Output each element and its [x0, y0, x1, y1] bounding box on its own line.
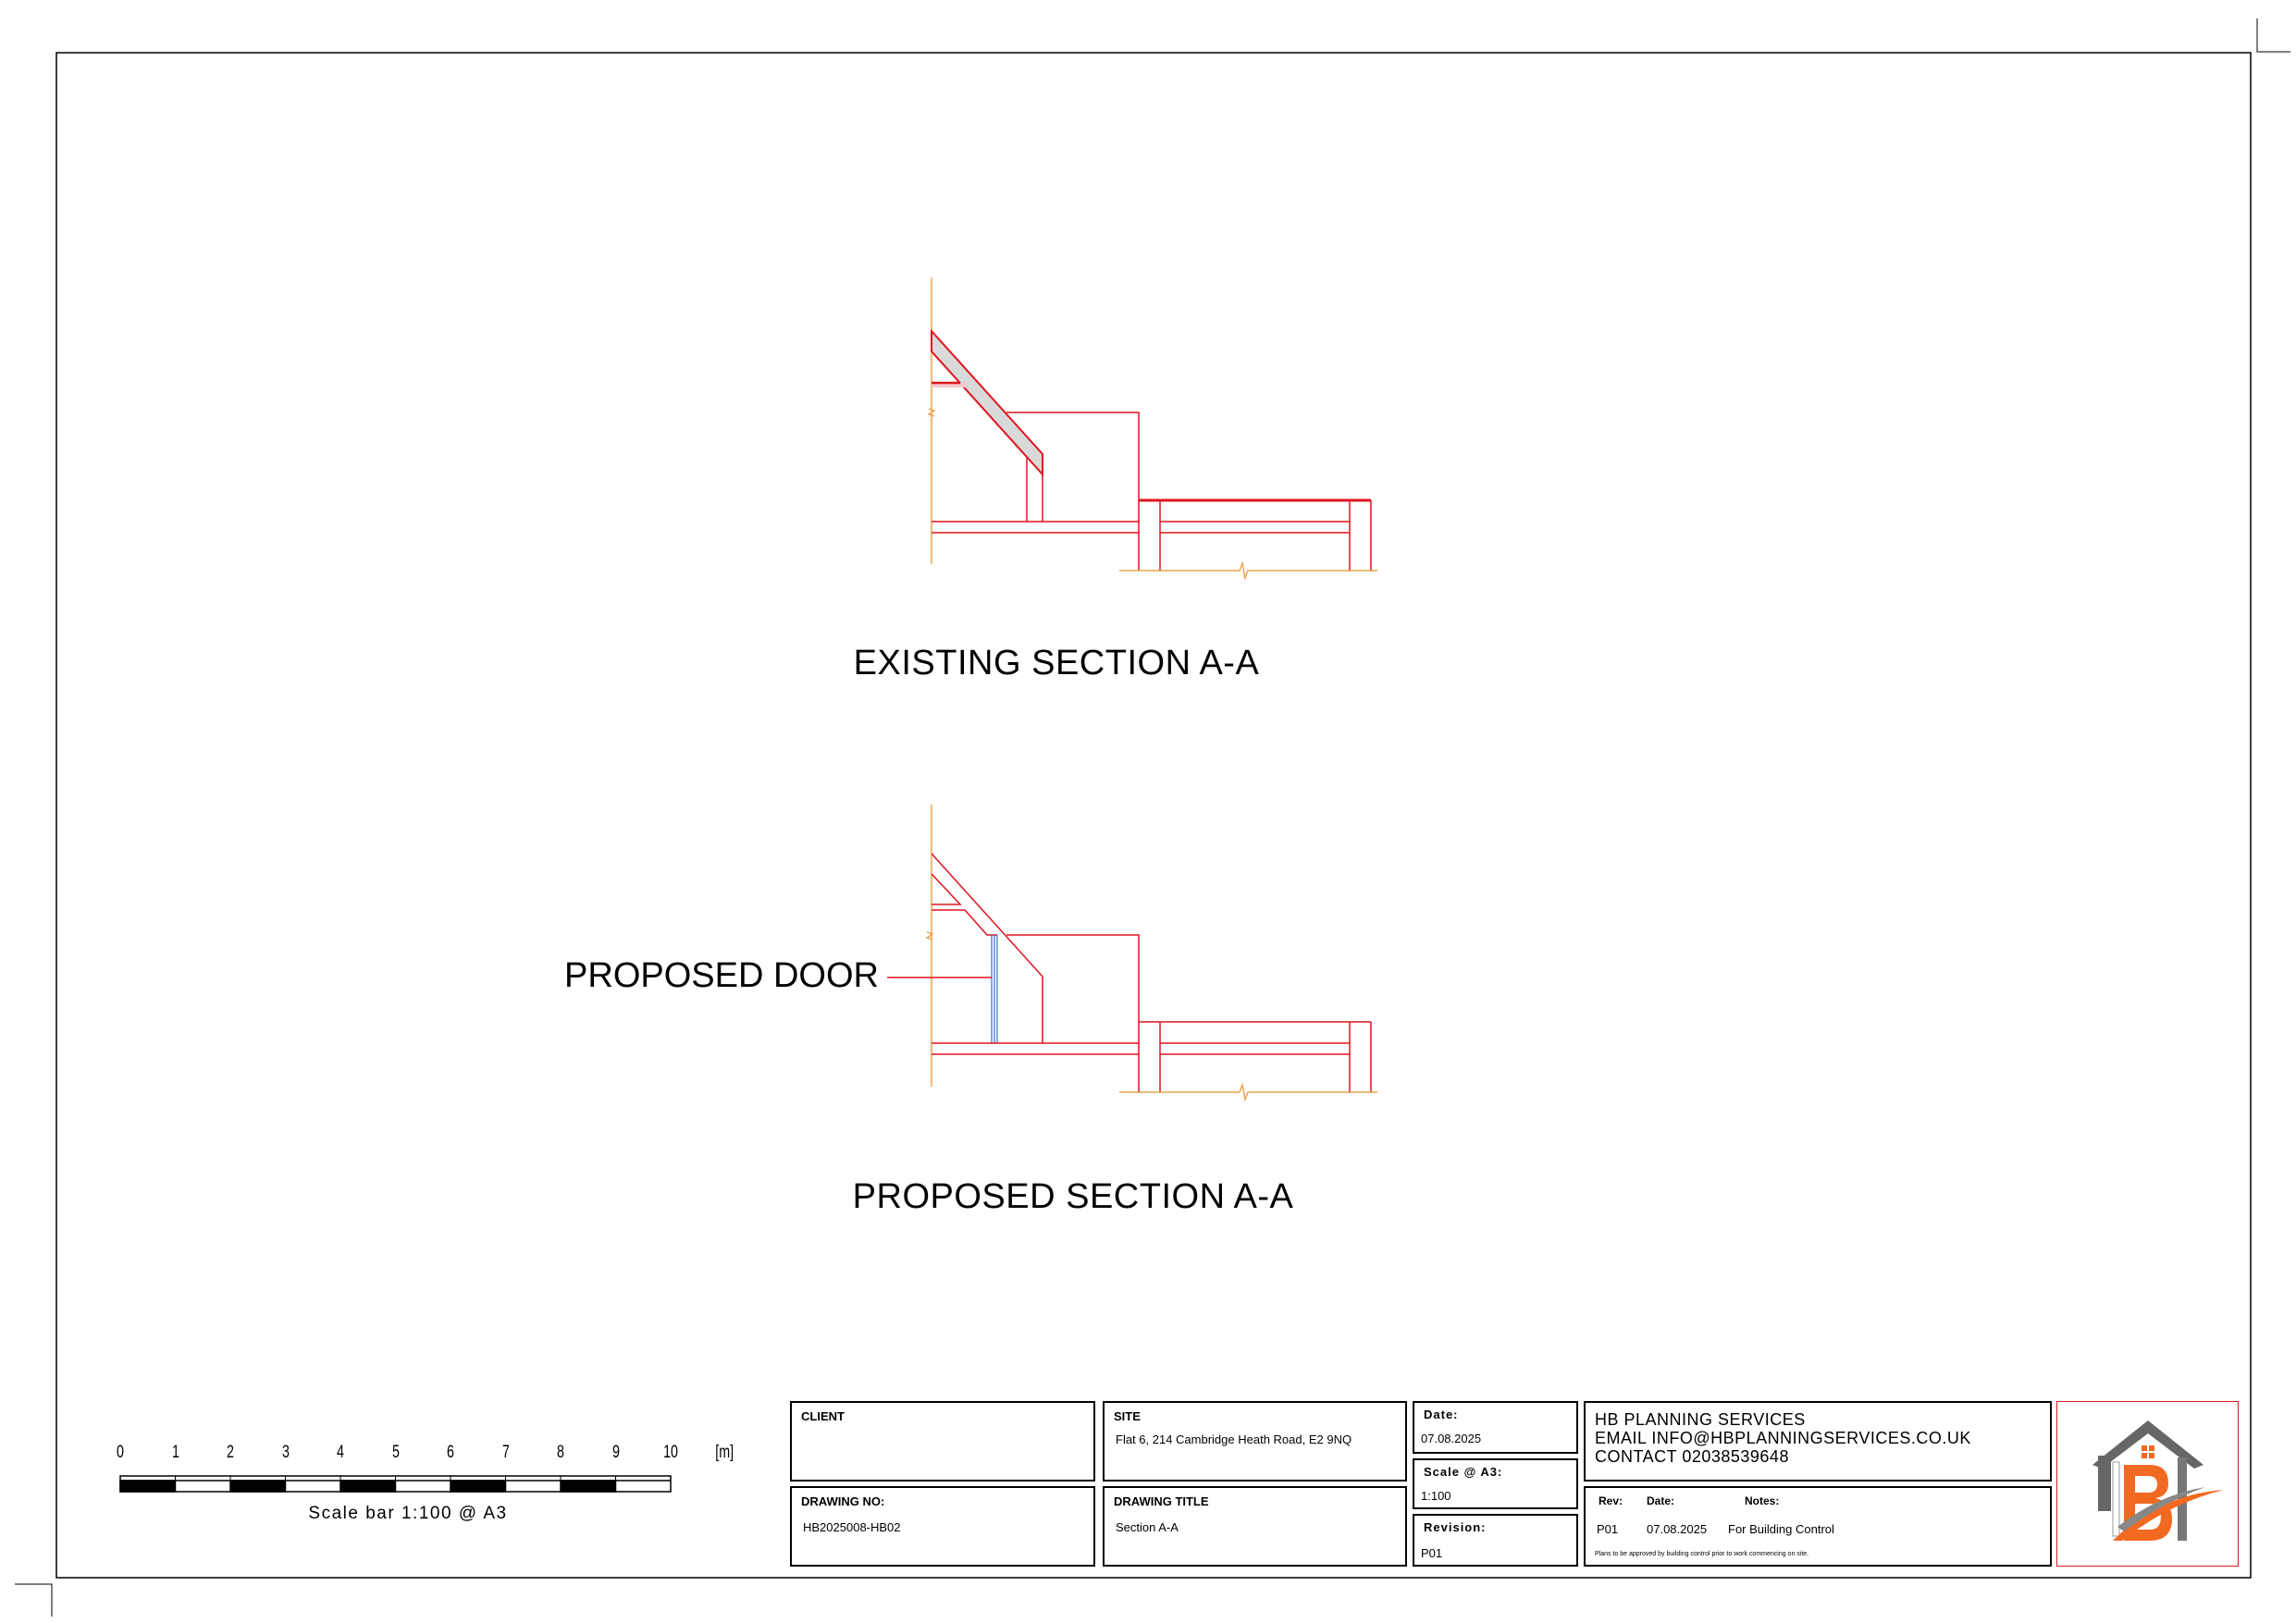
company-name: HB PLANNING SERVICES [1595, 1410, 1806, 1429]
sheet-border [56, 52, 2252, 1579]
site-label: SITE [1114, 1409, 1141, 1423]
crop-mark-top-right [2256, 18, 2290, 53]
proposed-section-drawing [887, 805, 1377, 1102]
scale-tick-label: 4 [337, 1443, 344, 1462]
revision-label: Revision: [1424, 1520, 1487, 1534]
existing-section-drawing [927, 277, 1377, 581]
drawing-no-box: DRAWING NO: HB2025008-HB02 [790, 1486, 1095, 1567]
scale-tick-label: 2 [227, 1443, 234, 1462]
site-value: Flat 6, 214 Cambridge Heath Road, E2 9NQ [1116, 1432, 1352, 1446]
company-contact: CONTACT 02038539648 [1595, 1447, 1789, 1466]
company-email: EMAIL INFO@HBPLANNINGSERVICES.CO.UK [1595, 1429, 1971, 1447]
drawing-title-box: DRAWING TITLE Section A-A [1103, 1486, 1407, 1567]
scale-value: 1:100 [1421, 1489, 1451, 1503]
crop-mark-bottom-left [15, 1583, 53, 1617]
scale-unit: [m] [715, 1443, 734, 1462]
rev-date-header: Date: [1647, 1494, 1675, 1507]
proposed-section-title: PROPOSED SECTION A-A [852, 1177, 1294, 1216]
scale-label: Scale @ A3: [1424, 1465, 1503, 1479]
scale-bar [119, 1475, 672, 1493]
roof-slope [931, 328, 1043, 477]
revision-table: Rev: Date: Notes: P01 07.08.2025 For Bui… [1584, 1486, 2052, 1567]
company-box: HB PLANNING SERVICES EMAIL INFO@HBPLANNI… [1584, 1401, 2052, 1482]
date-box: Date: 07.08.2025 [1413, 1401, 1578, 1454]
drawing-no-label: DRAWING NO: [801, 1494, 885, 1508]
date-value: 07.08.2025 [1421, 1432, 1482, 1445]
scale-bar-caption: Scale bar 1:100 @ A3 [308, 1504, 508, 1523]
revision-value: P01 [1421, 1546, 1443, 1560]
site-box: SITE Flat 6, 214 Cambridge Heath Road, E… [1103, 1401, 1407, 1482]
scale-tick-label: 5 [391, 1443, 400, 1462]
revision-box: Revision: P01 [1413, 1514, 1578, 1567]
existing-section-title: EXISTING SECTION A-A [853, 644, 1260, 682]
scale-tick-label: 6 [447, 1443, 454, 1462]
scale-tick-label: 3 [281, 1443, 290, 1462]
scale-tick-label: 8 [557, 1443, 564, 1462]
company-details: HB PLANNING SERVICES EMAIL INFO@HBPLANNI… [1595, 1410, 1971, 1466]
client-label: CLIENT [801, 1409, 845, 1423]
footnote: Plans to be approved by building control… [1595, 1551, 1809, 1557]
drawing-title-value: Section A-A [1116, 1520, 1179, 1534]
scale-tick-label: 1 [171, 1443, 179, 1462]
drawing-title-label: DRAWING TITLE [1114, 1494, 1209, 1508]
rev-row-notes: For Building Control [1728, 1522, 1834, 1536]
rev-row-rev: P01 [1597, 1522, 1619, 1536]
rev-row-date: 07.08.2025 [1647, 1522, 1708, 1536]
drawing-no-value: HB2025008-HB02 [803, 1520, 901, 1534]
scale-tick-label: 0 [117, 1443, 124, 1462]
proposed-door [991, 935, 998, 1043]
scale-tick-label: 10 [663, 1443, 678, 1462]
rev-notes-header: Notes: [1745, 1494, 1780, 1507]
scale-tick-label: 9 [611, 1443, 620, 1462]
scale-box: Scale @ A3: 1:100 [1413, 1458, 1578, 1509]
rev-header: Rev: [1599, 1494, 1623, 1507]
hb-logo-icon [2092, 1420, 2224, 1541]
logo-box [2056, 1401, 2239, 1567]
date-label: Date: [1424, 1408, 1459, 1421]
proposed-door-label: PROPOSED DOOR [564, 956, 879, 995]
scale-tick-label: 7 [501, 1443, 510, 1462]
client-box: CLIENT [790, 1401, 1095, 1482]
